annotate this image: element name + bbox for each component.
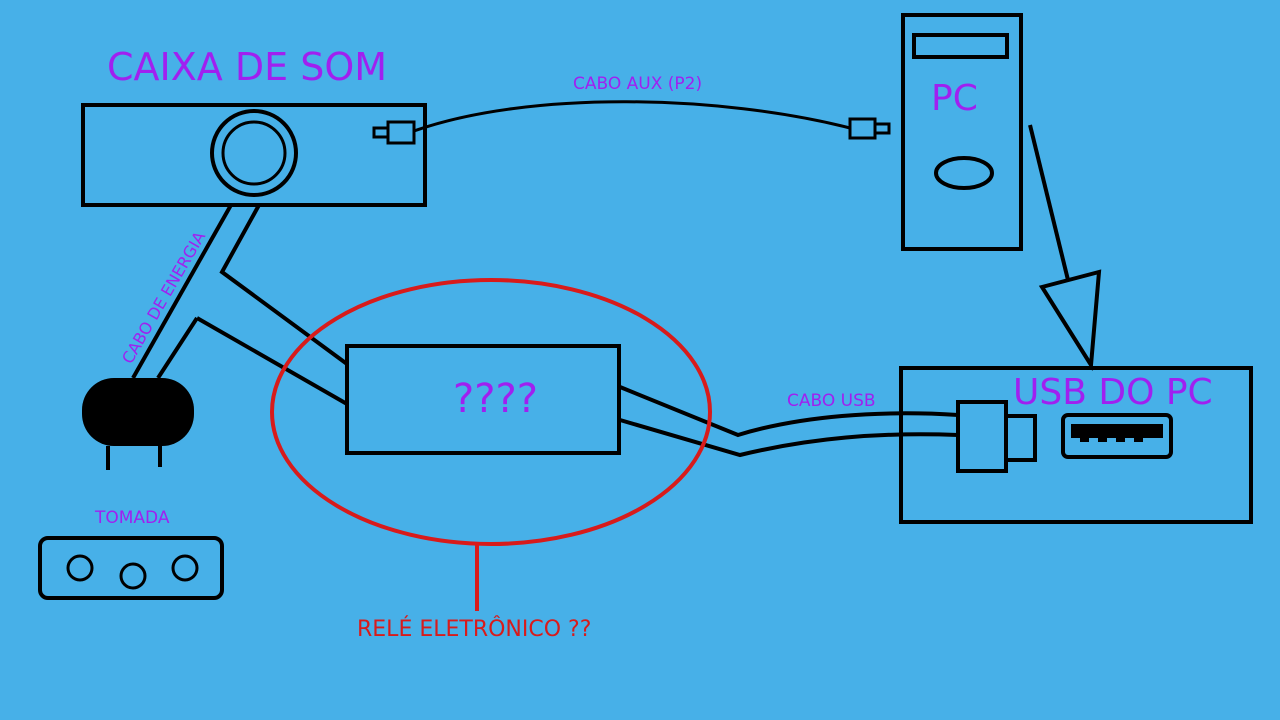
power-outlet-icon	[38, 536, 224, 600]
power-plug-icon	[82, 378, 194, 470]
outlet-label: TOMADA	[94, 508, 170, 528]
usb-pc-box	[899, 366, 1253, 524]
speaker-title: CAIXA DE SOM	[107, 45, 387, 89]
aux-jack-pc	[848, 117, 891, 140]
speaker-icon	[81, 103, 427, 207]
usb-port-icon	[1061, 413, 1173, 459]
pc-tower-icon	[901, 13, 1023, 251]
usb-cable	[619, 385, 959, 458]
arrow-down-icon	[1028, 124, 1102, 372]
power-cable-label: CABO DE ENERGIA	[118, 228, 209, 367]
unknown-device-box	[345, 344, 621, 455]
pc-title: PC	[931, 78, 978, 119]
usb-cable-label: CABO USB	[787, 391, 876, 411]
usb-plug-icon	[956, 400, 1037, 473]
aux-cable	[413, 100, 851, 133]
aux-jack-speaker	[372, 120, 416, 145]
relay-highlight-ellipse	[270, 278, 712, 611]
power-cable	[131, 204, 349, 406]
usb-pc-title: USB DO PC	[1013, 372, 1213, 413]
aux-cable-label: CABO AUX (P2)	[573, 74, 702, 94]
unknown-device-label: ????	[453, 376, 538, 422]
relay-question-label: RELÉ ELETRÔNICO ??	[357, 616, 591, 642]
